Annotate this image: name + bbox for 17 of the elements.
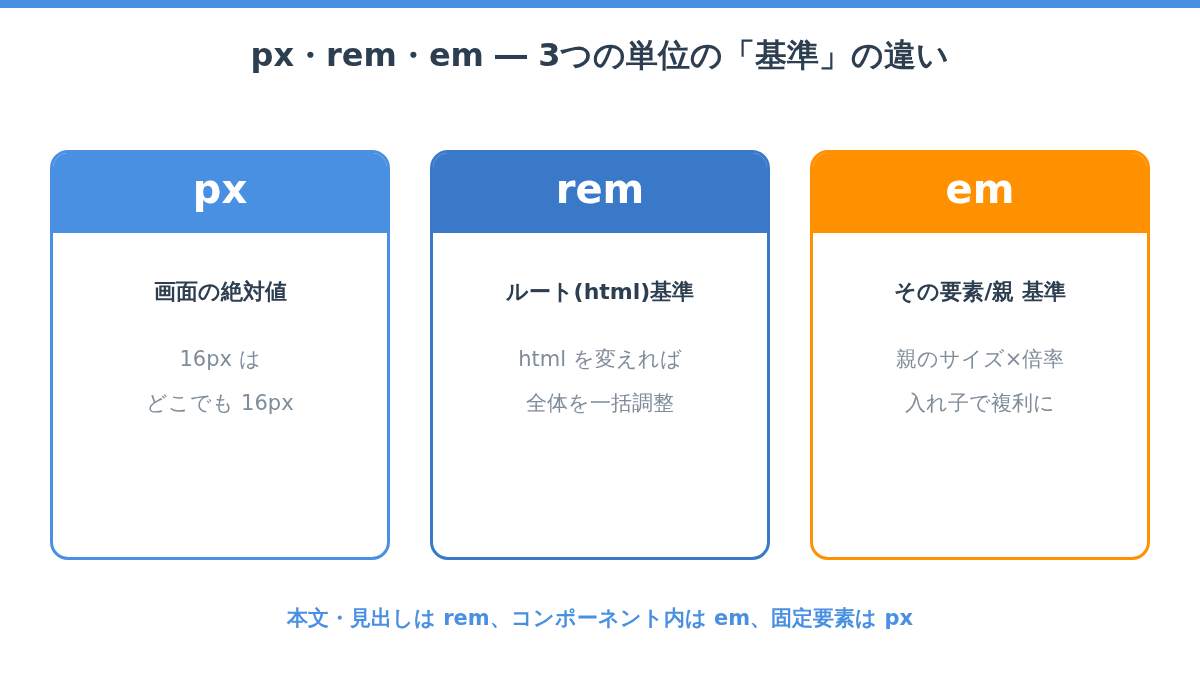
card-text: 全体を一括調整 bbox=[525, 390, 675, 417]
unit-card bbox=[430, 150, 770, 560]
caption: 本文・見出しは rem、コンポーネント内は em、固定要素は px bbox=[285, 605, 915, 632]
card-heading: ルート(html)基準 bbox=[504, 278, 696, 306]
card-text: どこでも 16px bbox=[145, 390, 295, 417]
card-header: rem bbox=[433, 153, 767, 233]
card-heading: 画面の絶対値 bbox=[152, 278, 288, 306]
title: px・rem・em ― 3つの単位の「基準」の違い bbox=[249, 35, 951, 76]
unit-card bbox=[50, 150, 390, 560]
card-text: html を変えれば bbox=[517, 346, 683, 373]
card-heading: その要素/親 基準 bbox=[893, 278, 1067, 306]
card-text: 入れ子で複利に bbox=[904, 390, 1056, 417]
card-header: px bbox=[53, 153, 387, 233]
card-header: em bbox=[813, 153, 1147, 233]
unit-card bbox=[810, 150, 1150, 560]
card-text: 16px は bbox=[178, 346, 262, 373]
card-text: 親のサイズ×倍率 bbox=[894, 346, 1066, 373]
